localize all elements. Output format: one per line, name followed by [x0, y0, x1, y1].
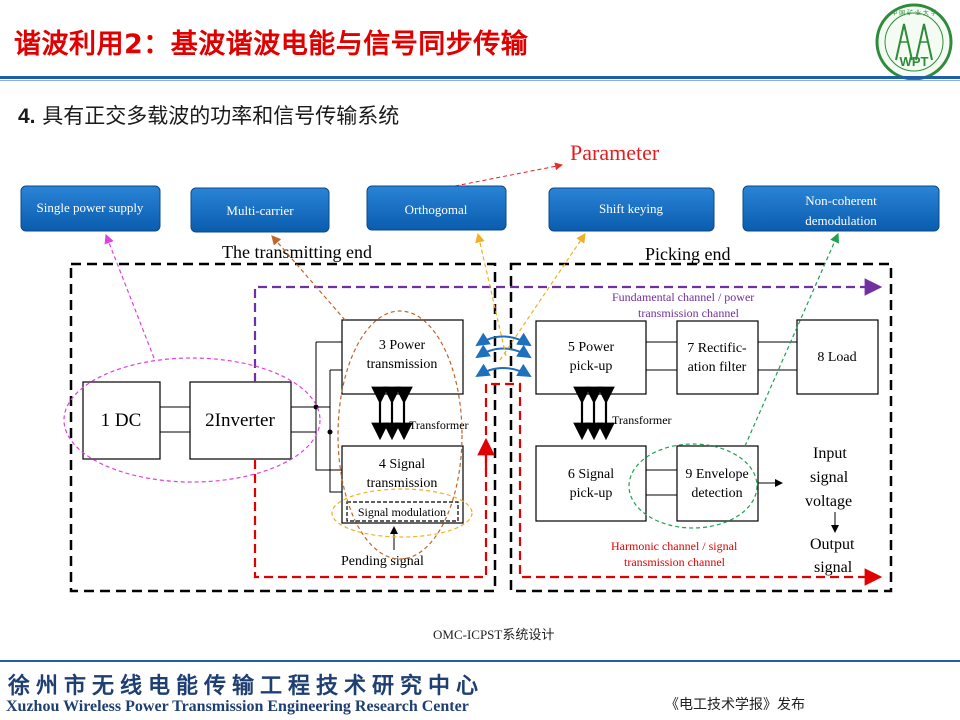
- tag-orthogonal: Orthogomal: [366, 185, 507, 231]
- annotation-ellipse-pink: [63, 357, 321, 483]
- leader-non-coherent: [744, 232, 840, 447]
- block-signal-pickup: 6 Signal pick-up: [535, 445, 647, 522]
- footer-publisher: 《电工技术学报》发布: [665, 697, 805, 713]
- block-signal-pickup-label-1: 6 Signal: [568, 467, 614, 482]
- university-logo: WPT 中 国 矿 业 大 学: [875, 3, 953, 81]
- block-load: 8 Load: [796, 319, 879, 395]
- block-dc: 1 DC: [82, 381, 161, 460]
- block-dc-label: 1 DC: [101, 410, 142, 431]
- logo-arc-text: 中 国 矿 业 大 学: [891, 9, 937, 17]
- block-rectification-filter: 7 Rectific- ation filter: [676, 320, 759, 395]
- picking-end-region: [509, 262, 893, 593]
- fundamental-channel-label-1: Fundamental channel / power: [612, 290, 754, 304]
- footer-org-chinese: 徐州市无线电能传输工程技术研究中心: [8, 673, 485, 699]
- tag-multi-carrier-label: Multi-carrier: [226, 203, 294, 218]
- block-signal-pickup-label-2: pick-up: [570, 486, 613, 501]
- tag-non-coherent-label-2: demodulation: [805, 213, 877, 228]
- signal-modulation-box: [346, 501, 459, 522]
- leader-shift-keying: [499, 233, 586, 361]
- harmonic-channel-path: [253, 382, 883, 586]
- harmonic-channel-label-2: transmission channel: [624, 555, 726, 569]
- figure-caption: OMC-ICPST系统设计: [433, 627, 555, 642]
- tag-single-power-supply-label: Single power supply: [37, 200, 144, 215]
- block-inverter: 2Inverter: [189, 381, 292, 460]
- title-divider-thin: [0, 80, 960, 81]
- input-signal-label-2: signal: [810, 469, 849, 486]
- block-signal-transmission-label-2: transmission: [367, 476, 438, 491]
- system-diagram: Parameter Single power supply Multi-carr…: [20, 140, 940, 593]
- block-envelope-detection: 9 Envelope detection: [676, 445, 759, 522]
- input-signal-label-1: Input: [813, 445, 847, 462]
- tag-orthogonal-label: Orthogomal: [405, 202, 468, 217]
- transformer-label-left: Transformer: [409, 418, 469, 432]
- annotation-ellipse-brown: [337, 310, 463, 560]
- signal-modulation-label: Signal modulation: [358, 505, 446, 519]
- tag-non-coherent-demodulation: Non-coherent demodulation: [742, 185, 940, 232]
- block-rectification-label-2: ation filter: [688, 360, 747, 375]
- block-power-pickup-label-1: 5 Power: [568, 340, 615, 355]
- wires: [160, 341, 797, 496]
- tag-single-power-supply: Single power supply: [20, 185, 161, 232]
- picking-end-label: Picking end: [645, 244, 731, 264]
- block-envelope-label-2: detection: [691, 486, 742, 501]
- pending-signal-label: Pending signal: [341, 554, 424, 569]
- section-number: 4.: [18, 105, 36, 128]
- annotation-ellipse-yellow: [331, 488, 473, 538]
- fundamental-channel-path: [253, 278, 883, 382]
- tag-non-coherent-label-1: Non-coherent: [805, 193, 877, 208]
- parameter-label: Parameter: [570, 140, 660, 165]
- section-subtitle-text: 具有正交多载波的功率和信号传输系统: [42, 104, 400, 128]
- annotation-ellipse-green: [628, 443, 758, 529]
- block-rectification-label-1: 7 Rectific-: [687, 341, 747, 356]
- logo-text: WPT: [900, 54, 929, 69]
- block-power-pickup: 5 Power pick-up: [535, 320, 647, 395]
- slide-title: 谐波利用2：基波谐波电能与信号同步传输: [14, 29, 529, 60]
- wireless-coupling-arcs: [475, 332, 532, 378]
- leader-single-power: [104, 233, 155, 359]
- footer-divider: [0, 660, 960, 662]
- transformer-arrows-right: [573, 386, 615, 441]
- leader-multi-carrier: [271, 235, 346, 321]
- block-power-transmission-label-2: transmission: [367, 357, 438, 372]
- parameter-arrow: [454, 162, 563, 187]
- block-inverter-label: 2Inverter: [205, 410, 275, 431]
- tag-shift-keying: Shift keying: [548, 187, 715, 232]
- junction-dot-2: [327, 429, 333, 435]
- tag-shift-keying-label: Shift keying: [599, 201, 663, 216]
- input-signal-label-3: voltage: [805, 493, 852, 510]
- transmitting-end-region: [69, 262, 497, 593]
- fundamental-channel-label-2: transmission channel: [638, 306, 740, 320]
- output-signal-label-2: signal: [814, 559, 853, 576]
- transformer-arrows-left: [371, 386, 413, 441]
- transformer-label-right: Transformer: [612, 413, 672, 427]
- block-signal-transmission: 4 Signal transmission Signal modulation: [341, 445, 464, 524]
- output-signal-label-1: Output: [810, 536, 855, 553]
- title-divider: [0, 76, 960, 79]
- block-power-transmission: 3 Power transmission: [341, 319, 464, 395]
- block-envelope-label-1: 9 Envelope: [685, 467, 748, 482]
- section-subtitle: 4. 具有正交多载波的功率和信号传输系统: [18, 100, 399, 130]
- block-signal-transmission-label-1: 4 Signal: [379, 457, 425, 472]
- harmonic-channel-label-1: Harmonic channel / signal: [611, 539, 738, 553]
- footer-org-english: Xuzhou Wireless Power Transmission Engin…: [6, 698, 469, 715]
- block-power-transmission-label-1: 3 Power: [379, 338, 426, 353]
- transmitting-end-label: The transmitting end: [222, 242, 372, 262]
- tag-multi-carrier: Multi-carrier: [190, 187, 330, 233]
- block-load-label: 8 Load: [817, 350, 856, 365]
- block-power-pickup-label-2: pick-up: [570, 359, 613, 374]
